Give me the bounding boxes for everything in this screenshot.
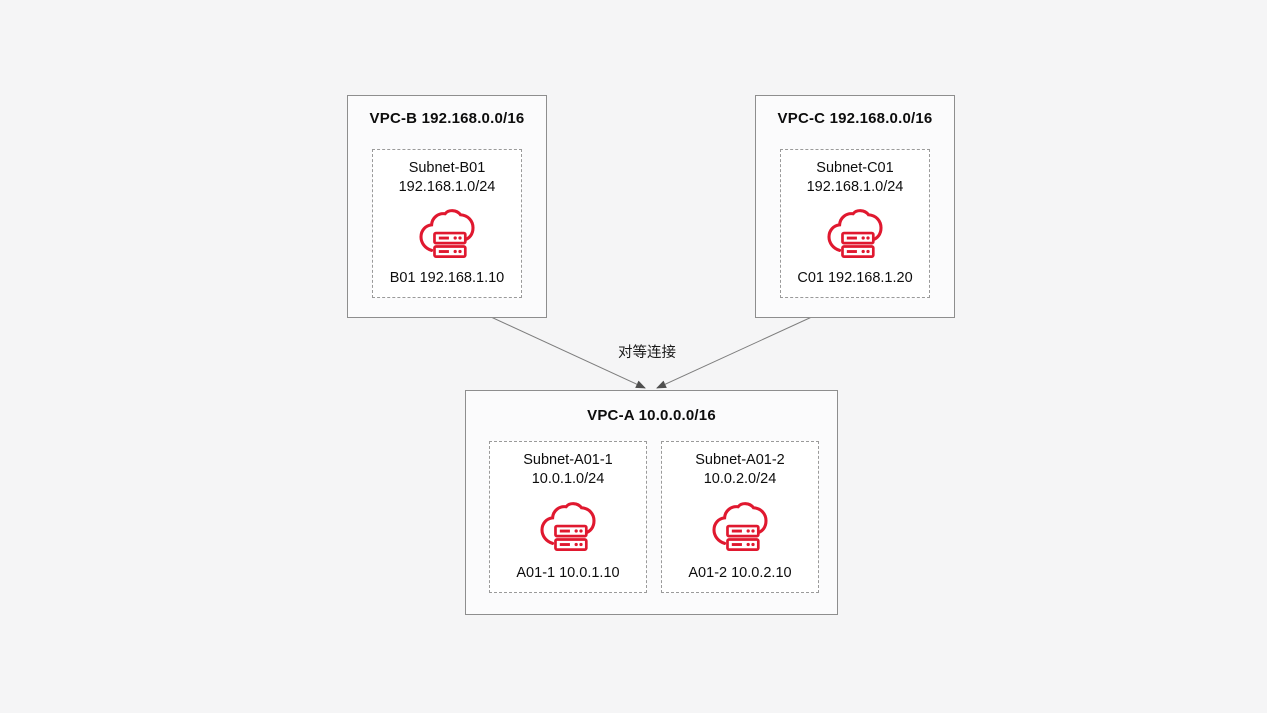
vpc-a-title: VPC-A 10.0.0.0/16 [587, 407, 716, 424]
subnet-b01-box: Subnet-B01 192.168.1.0/24 B01 192.168.1.… [372, 149, 522, 298]
vpc-b-box: VPC-B 192.168.0.0/16 Subnet-B01 192.168.… [347, 95, 547, 318]
subnet-a01-1-box: Subnet-A01-1 10.0.1.0/24 A01-1 10.0.1.10 [489, 441, 647, 593]
peering-connection-label: 对等连接 [618, 345, 676, 361]
vpc-b-title: VPC-B 192.168.0.0/16 [369, 110, 525, 127]
subnet-c01-box: Subnet-C01 192.168.1.0/24 C01 192.168.1.… [780, 149, 930, 298]
ecs-cloud-server-icon [540, 502, 596, 551]
ecs-cloud-server-icon [827, 208, 883, 258]
vpc-a-box: VPC-A 10.0.0.0/16 Subnet-A01-1 10.0.1.0/… [465, 390, 838, 615]
server-a01-2-label: A01-2 10.0.2.10 [688, 565, 792, 581]
subnet-a01-2-name: Subnet-A01-2 [695, 452, 785, 468]
vpc-c-title: VPC-C 192.168.0.0/16 [777, 110, 933, 127]
ecs-cloud-server-icon [419, 208, 475, 258]
ecs-cloud-server-icon [712, 502, 768, 551]
subnet-c01-name: Subnet-C01 [816, 160, 894, 176]
subnet-b01-cidr: 192.168.1.0/24 [398, 179, 496, 195]
subnet-a01-1-name: Subnet-A01-1 [523, 452, 613, 468]
server-c01-label: C01 192.168.1.20 [797, 270, 913, 286]
subnet-c01-cidr: 192.168.1.0/24 [806, 179, 904, 195]
server-b01-label: B01 192.168.1.10 [389, 270, 505, 286]
subnet-a01-2-box: Subnet-A01-2 10.0.2.0/24 A01-2 10.0.2.10 [661, 441, 819, 593]
subnet-b01-name: Subnet-B01 [408, 160, 486, 176]
server-a01-1-label: A01-1 10.0.1.10 [516, 565, 620, 581]
subnet-a01-1-cidr: 10.0.1.0/24 [531, 471, 605, 487]
vpc-c-box: VPC-C 192.168.0.0/16 Subnet-C01 192.168.… [755, 95, 955, 318]
subnet-a01-2-cidr: 10.0.2.0/24 [703, 471, 777, 487]
